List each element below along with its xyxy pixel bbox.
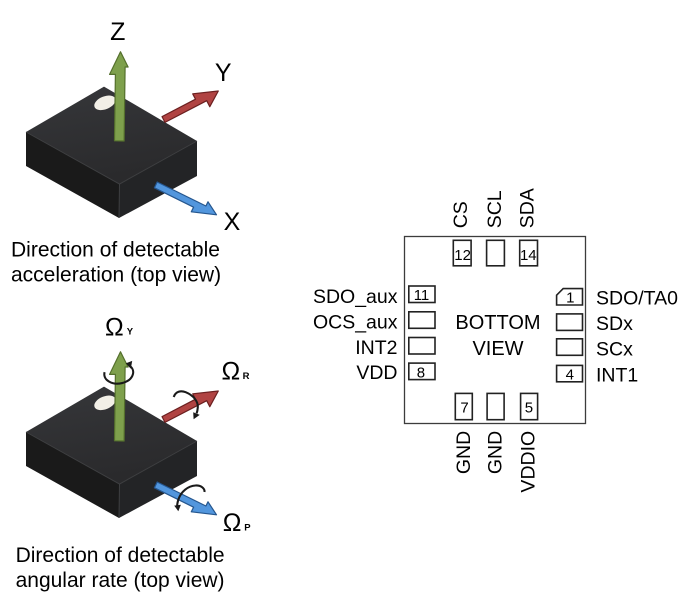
svg-text:CS: CS [450, 201, 472, 228]
svg-text:SDO_aux: SDO_aux [313, 286, 398, 308]
svg-text:5: 5 [525, 399, 533, 416]
svg-text:Ω: Ω [105, 313, 124, 341]
svg-text:GND: GND [485, 431, 507, 474]
svg-text:8: 8 [417, 364, 425, 381]
svg-text:1: 1 [566, 290, 574, 307]
svg-text:SDA: SDA [517, 188, 539, 228]
svg-text:R: R [243, 371, 250, 382]
svg-text:14: 14 [520, 247, 537, 264]
svg-text:SDO/TA0: SDO/TA0 [596, 288, 678, 310]
svg-text:SCL: SCL [484, 190, 506, 228]
svg-text:7: 7 [460, 399, 468, 416]
svg-text:GND: GND [453, 431, 475, 474]
svg-text:Direction of detectable: Direction of detectable [16, 544, 225, 567]
svg-text:SCx: SCx [596, 339, 633, 361]
svg-text:INT1: INT1 [596, 365, 638, 387]
svg-text:12: 12 [454, 247, 471, 264]
svg-text:OCS_aux: OCS_aux [313, 312, 398, 334]
svg-text:11: 11 [414, 287, 430, 304]
svg-text:X: X [224, 208, 241, 236]
svg-text:Ω: Ω [223, 509, 242, 537]
svg-text:INT2: INT2 [355, 337, 397, 359]
svg-text:Direction of detectable: Direction of detectable [11, 239, 220, 262]
svg-text:angular rate (top view): angular rate (top view) [16, 569, 225, 592]
svg-text:P: P [244, 523, 251, 534]
svg-text:VIEW: VIEW [472, 338, 523, 360]
svg-text:SDx: SDx [596, 313, 633, 335]
svg-text:VDDIO: VDDIO [518, 431, 540, 493]
svg-text:VDD: VDD [356, 362, 397, 384]
svg-text:Z: Z [110, 18, 125, 46]
svg-text:4: 4 [566, 367, 574, 384]
svg-text:BOTTOM: BOTTOM [455, 312, 540, 334]
svg-text:Y: Y [127, 326, 134, 337]
svg-text:acceleration (top view): acceleration (top view) [11, 264, 221, 287]
svg-text:Y: Y [215, 59, 232, 87]
svg-text:Ω: Ω [222, 358, 241, 386]
